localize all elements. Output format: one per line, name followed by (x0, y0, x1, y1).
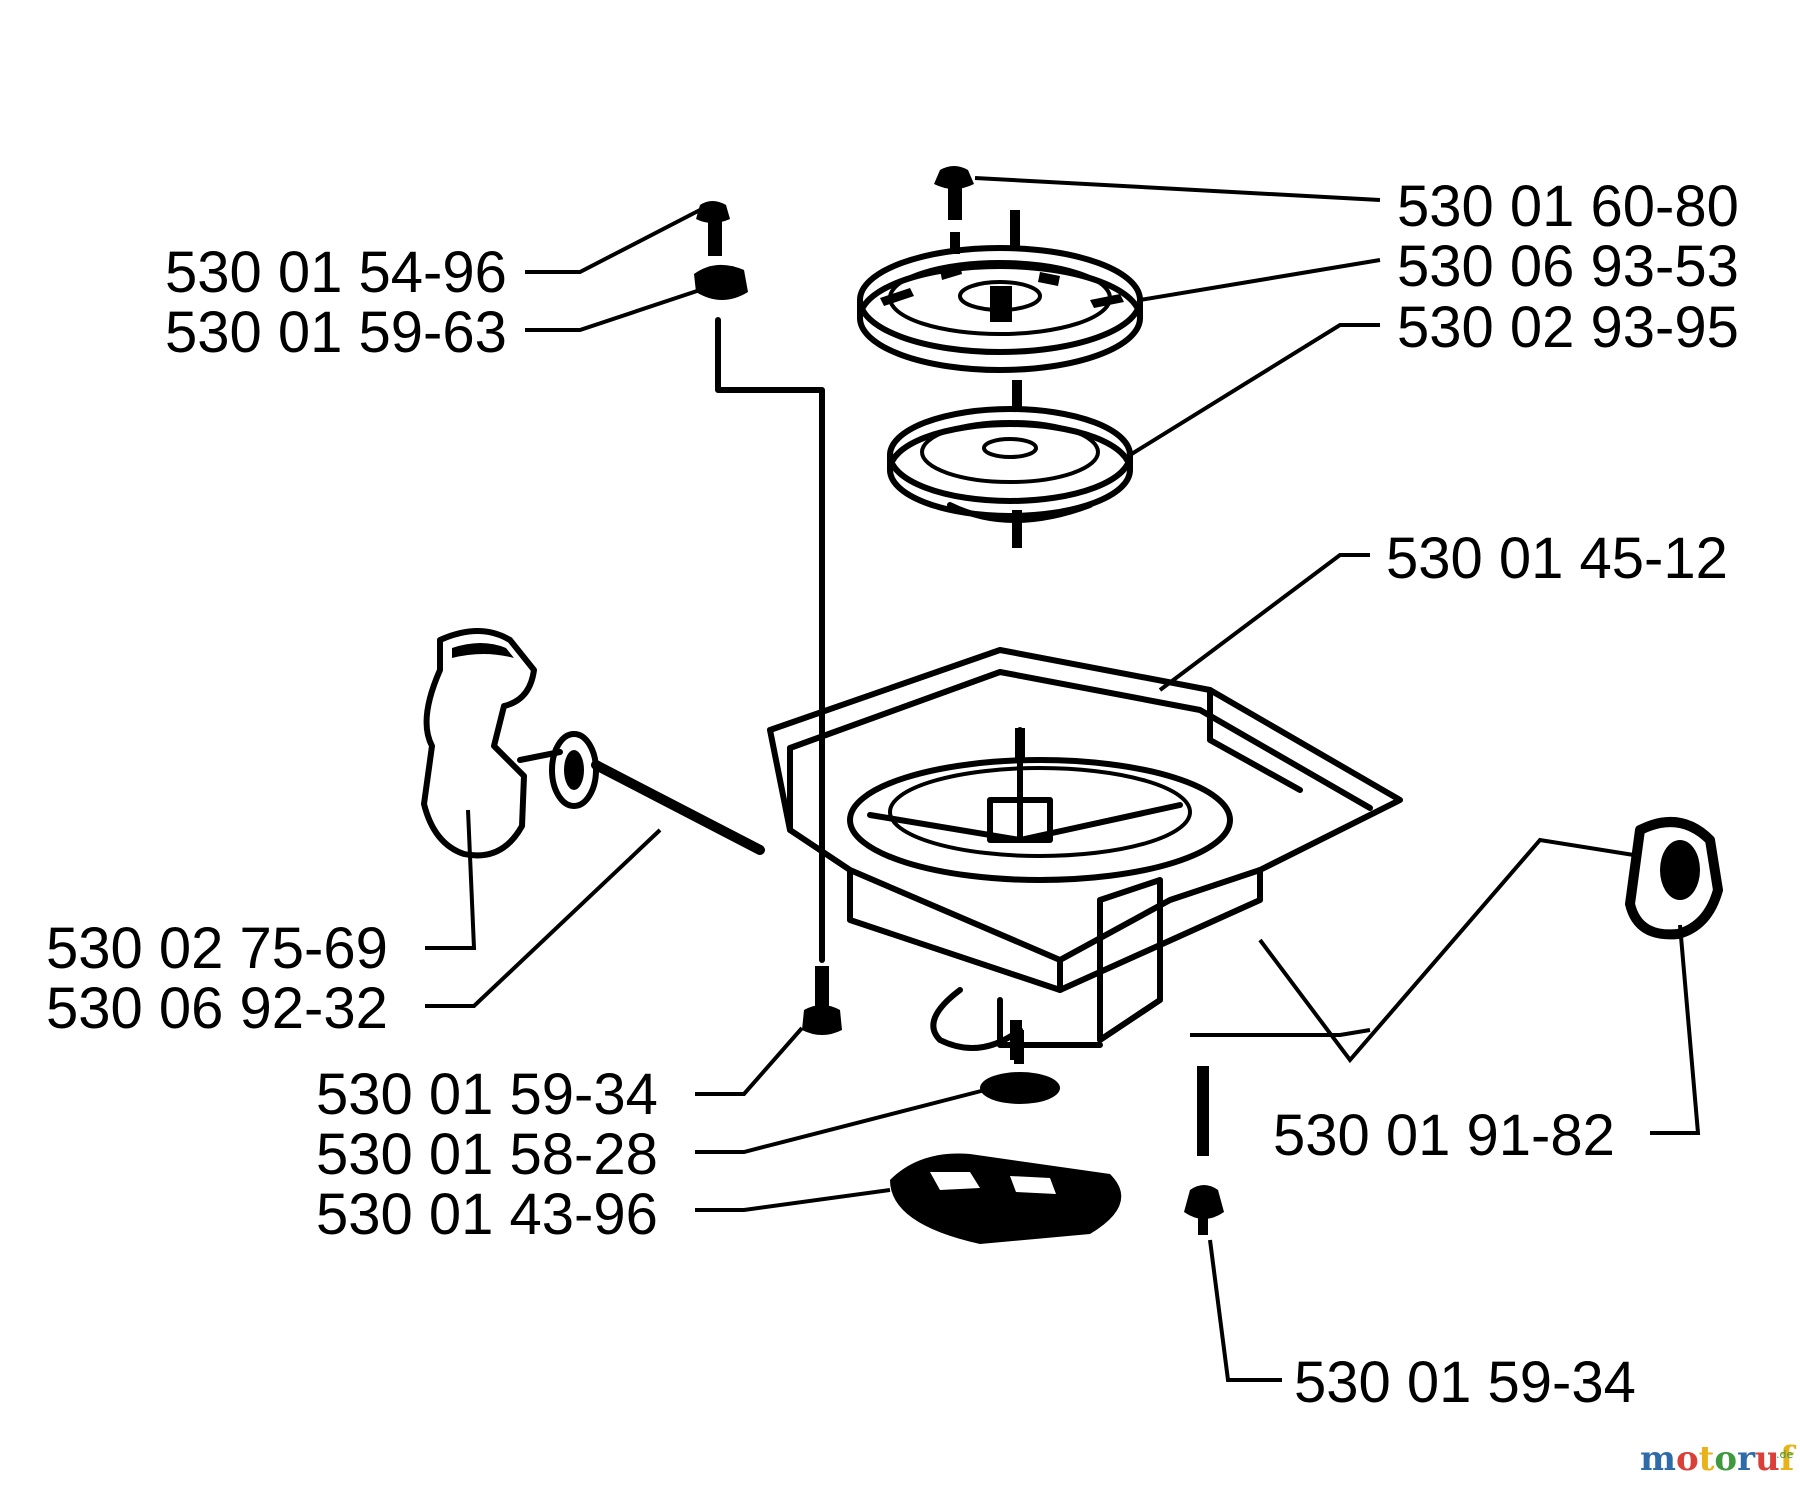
top-screw-drawing (934, 166, 974, 254)
part-label-530-02-93-95: 530 02 93-95 (1397, 295, 1739, 360)
leader-lines (425, 176, 1701, 1382)
recoil-spring-drawing (887, 406, 1133, 548)
watermark-suffix: .de (1776, 1448, 1793, 1461)
part-label-530-01-59-63: 530 01 59-63 (165, 300, 507, 365)
watermark-letter: r (1737, 1439, 1756, 1479)
part-label-530-01-58-28: 530 01 58-28 (316, 1122, 658, 1187)
watermark-logo: motoruf .de (1640, 1439, 1797, 1479)
watermark-letter: t (1699, 1439, 1715, 1479)
watermark-letter: u (1755, 1439, 1780, 1479)
part-label-530-01-91-82: 530 01 91-82 (1273, 1103, 1615, 1168)
part-label-530-01-54-96: 530 01 54-96 (165, 240, 507, 305)
part-label-530-01-60-80: 530 01 60-80 (1397, 174, 1739, 239)
watermark-letter: m (1640, 1439, 1676, 1479)
watermark-letter: o (1714, 1439, 1737, 1479)
part-label-530-01-43-96: 530 01 43-96 (316, 1182, 658, 1247)
watermark-letter: f (1780, 1439, 1797, 1479)
pulley-drawing (857, 210, 1143, 410)
watermark-letter: o (1676, 1439, 1699, 1479)
part-label-530-01-45-12: 530 01 45-12 (1386, 526, 1728, 591)
washer-drawing (980, 1030, 1060, 1104)
pawl-plate-drawing (890, 1153, 1122, 1244)
part-number-labels: 530 01 60-80 530 06 93-53 530 02 93-95 5… (46, 174, 1739, 1415)
watermark-brand-text: motoruf (1640, 1439, 1797, 1479)
part-label-530-01-59-34-right: 530 01 59-34 (1294, 1350, 1636, 1415)
starter-handle-drawing (421, 628, 765, 859)
part-label-530-06-93-53: 530 06 93-53 (1397, 234, 1739, 299)
bottom-left-screw-drawing (802, 966, 842, 1035)
bottom-right-screw-drawing (1184, 1066, 1224, 1235)
side-bushing-drawing (1625, 817, 1723, 940)
part-label-530-06-92-32: 530 06 92-32 (46, 976, 388, 1041)
starter-housing-drawing (767, 647, 1403, 1060)
part-label-530-01-59-34-left: 530 01 59-34 (316, 1062, 658, 1127)
left-screw-drawing (694, 201, 825, 963)
part-label-530-02-75-69: 530 02 75-69 (46, 916, 388, 981)
